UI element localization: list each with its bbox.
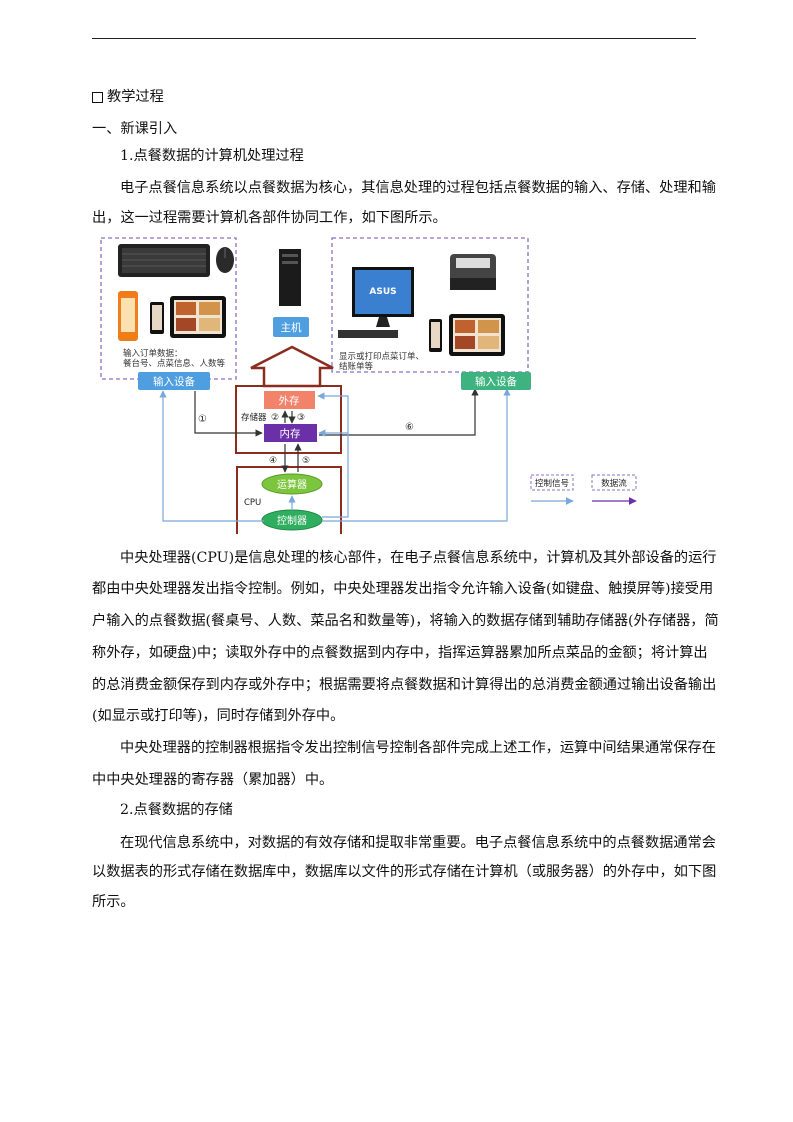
host-label: 主机 (281, 321, 302, 334)
para2-line-3: 户输入的点餐数据(餐桌号、人数、菜品名和数量等)，将输入的数据存储到辅助存储器(… (92, 613, 719, 629)
control-to-input-line (159, 390, 264, 522)
step-2-label: ② (271, 413, 279, 423)
para4-line-3: 所示。 (92, 894, 135, 910)
output-device-label: 输入设备 (475, 375, 517, 388)
para1-line-2: 出，这一过程需要计算机各部件协同工作，如下图所示。 (92, 210, 447, 226)
header-rule (92, 38, 696, 39)
external-storage-label: 外存 (279, 394, 300, 407)
control-to-external-line (317, 392, 349, 518)
item-1-title: 1.点餐数据的计算机处理过程 (120, 148, 304, 164)
input-device-label: 输入设备 (153, 375, 195, 388)
alu-label: 运算器 (277, 478, 307, 491)
keyboard-icon (118, 244, 210, 277)
tablet-icon (449, 314, 505, 356)
receipt-printer-icon (450, 254, 496, 290)
output-desc-line-1: 显示或打印点菜订单、 (339, 351, 424, 362)
controller-label: 控制器 (277, 514, 307, 527)
legend-control-label: 控制信号 (535, 478, 569, 489)
input-desc-line-1: 输入订单数据： (123, 348, 183, 359)
computer-tower-icon (279, 249, 301, 306)
input-desc-line-2: 餐台号、点菜信息、人数等 (123, 358, 226, 369)
output-device-button[interactable] (461, 372, 531, 390)
memory-box[interactable] (264, 424, 317, 442)
step-1-label: ① (198, 414, 207, 425)
phone-icon (429, 319, 442, 352)
input-device-button[interactable] (138, 372, 210, 390)
processing-diagram: 输入订单数据： 餐台号、点菜信息、人数等 输入设备 主机 外存 存储器 ② ③ … (100, 237, 637, 534)
pos-terminal-icon (118, 291, 138, 341)
para3-line-2: 中中央处理器的寄存器（累加器）中。 (92, 772, 334, 788)
para1-line-1: 电子点餐信息系统以点餐数据为核心，其信息处理的过程包括点餐数据的输入、存储、处理… (120, 180, 716, 196)
alu-pill[interactable] (261, 473, 323, 495)
para4-line-2: 以数据表的形式存储在数据库中，数据库以文件的形式存储在计算机（或服务器）的外存中… (92, 864, 717, 880)
legend-data-box (591, 474, 637, 491)
monitor-icon: ASUS (338, 267, 414, 338)
step-3-label: ③ (297, 413, 305, 423)
para4-line-1: 在现代信息系统中，对数据的有效存储和提取非常重要。电子点餐信息系统中的点餐数据通… (120, 835, 716, 851)
legend-control-box (530, 474, 574, 491)
cpu-label: CPU (244, 498, 261, 508)
step-4-label: ④ (269, 456, 277, 466)
cpu-frame (236, 466, 342, 534)
controller-pill[interactable] (261, 509, 323, 531)
output-desc-line-2: 结账单等 (339, 361, 374, 372)
step-5-label: ⑤ (302, 456, 310, 466)
phone-icon (150, 302, 164, 334)
legend-data-label: 数据流 (601, 478, 627, 489)
para2-line-2: 都由中央处理器发出指令控制。例如，中央处理器发出指令允许输入设备(如键盘、触摸屏… (92, 581, 714, 597)
subheading-new-lesson: 一、新课引入 (92, 121, 178, 137)
external-storage-box[interactable] (264, 391, 315, 409)
para2-line-1: 中央处理器(CPU)是信息处理的核心部件，在电子点餐信息系统中，计算机及其外部设… (120, 550, 717, 566)
step-6-label: ⑥ (405, 422, 414, 433)
section-heading: 教学过程 (92, 88, 704, 106)
para3-line-1: 中央处理器的控制器根据指令发出控制信号控制各部件完成上述工作，运算中间结果通常保… (120, 740, 716, 756)
host-up-arrow (250, 345, 334, 388)
input-to-memory-arrow (194, 391, 263, 437)
item-2-title: 2.点餐数据的存储 (120, 802, 233, 818)
checkbox-square-icon (92, 91, 103, 103)
para2-line-4: 称外存，如硬盘)中；读取外存中的点餐数据到内存中，指挥运算器累加所点菜品的金额；… (92, 645, 708, 661)
storage-frame (235, 385, 342, 454)
host-button[interactable] (273, 317, 309, 337)
tablet-icon (170, 296, 226, 338)
storage-label: 存储器 (241, 412, 267, 423)
output-region-frame (331, 237, 529, 373)
memory-label: 内存 (280, 427, 301, 440)
mouse-icon (216, 247, 234, 273)
control-to-output-line (322, 388, 511, 522)
memory-to-output-arrow (319, 388, 479, 436)
para2-line-6: (如显示或打印等)，同时存储到外存中。 (92, 708, 345, 724)
para2-line-5: 的总消费金额保存到内存或外存中；根据需要将点餐数据和计算得出的总消费金额通过输出… (92, 677, 717, 693)
brand-text: ASUS (369, 287, 396, 297)
